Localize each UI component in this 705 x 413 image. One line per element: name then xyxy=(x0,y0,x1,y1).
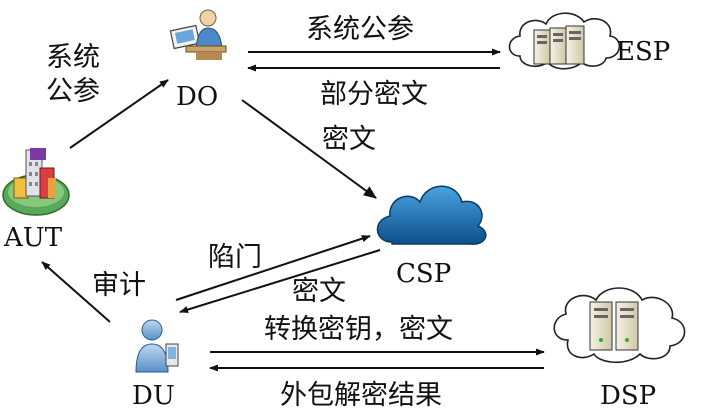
dsp-cloud-servers-icon xyxy=(553,287,686,364)
edge-label-esp-do: 部分密文 xyxy=(320,79,428,110)
edge-label-du-aut: 审计 xyxy=(92,270,146,301)
node-label-du: DU xyxy=(132,381,175,411)
arrow-csp-to-du xyxy=(179,249,381,314)
edge-label-do-esp: 系统公参 xyxy=(306,14,414,45)
edge-label-do-csp: 密文 xyxy=(322,124,376,155)
node-label-csp: CSP xyxy=(396,259,451,289)
edge-label-csp-du: 密文 xyxy=(292,276,346,307)
edge-label-du-dsp: 转换密钥，密文 xyxy=(264,314,453,345)
arrow-do-to-csp xyxy=(241,99,377,199)
edge-label-dsp-du: 外包解密结果 xyxy=(280,380,442,411)
edge-label-aut-do-1: 系统 xyxy=(46,42,100,73)
aut-building-icon xyxy=(2,148,70,216)
edge-label-du-csp: 陷门 xyxy=(208,242,262,273)
node-label-esp: ESP xyxy=(616,37,670,67)
node-label-do: DO xyxy=(176,82,218,112)
arrow-aut-to-do xyxy=(69,79,169,149)
esp-cloud-servers-icon xyxy=(508,12,621,70)
arrow-du-to-csp xyxy=(175,235,371,301)
node-label-dsp: DSP xyxy=(600,381,656,411)
arrow-du-to-aut xyxy=(41,261,111,323)
node-label-aut: AUT xyxy=(3,223,63,253)
edge-label-aut-do-2: 公参 xyxy=(46,76,100,107)
do-person-desk-icon xyxy=(169,9,227,60)
csp-cloud-icon xyxy=(376,185,487,245)
du-person-icon xyxy=(135,319,179,373)
